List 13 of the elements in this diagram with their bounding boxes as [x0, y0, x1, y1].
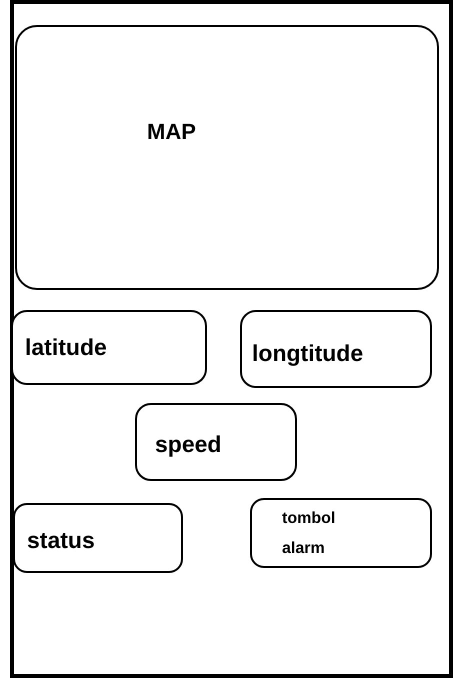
box-label: speed [155, 430, 222, 459]
box-label: latitude [25, 333, 107, 362]
box-label: status [27, 526, 95, 555]
box-label: longtitude [252, 339, 364, 368]
box-label: tombol alarm [282, 509, 336, 559]
rounded-box [135, 403, 297, 481]
rounded-box [15, 25, 439, 290]
rounded-box [13, 503, 183, 573]
rounded-box [250, 498, 432, 568]
rounded-box [240, 310, 432, 388]
screen-frame [10, 0, 453, 678]
box-label: MAP [147, 118, 196, 146]
rounded-box [11, 310, 207, 385]
